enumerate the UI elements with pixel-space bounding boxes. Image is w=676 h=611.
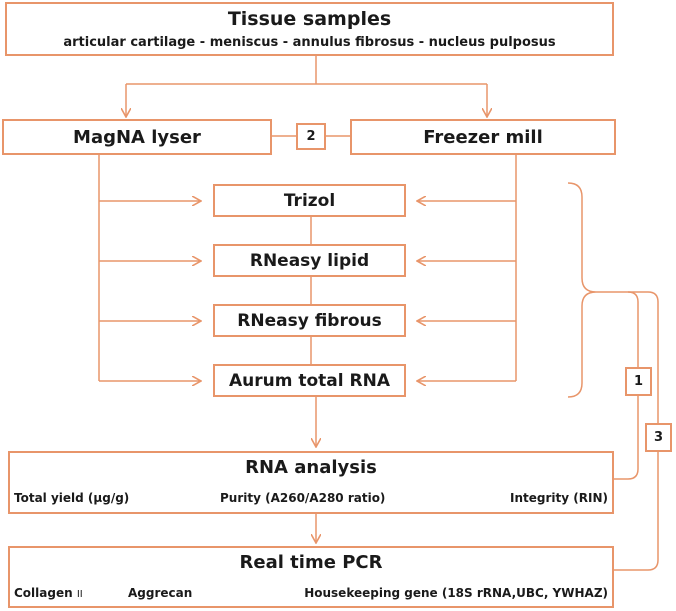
pcr-housekeeping: Housekeeping gene (18S rRNA,UBC, YWHAZ) xyxy=(304,586,608,600)
bracket-3-label: 3 xyxy=(653,430,664,445)
pcr-aggrecan: Aggrecan xyxy=(128,586,193,600)
method-rneasy-lipid-label: RNeasy lipid xyxy=(249,250,370,271)
method-aurum-box: Aurum total RNA xyxy=(213,364,406,397)
method-trizol-label: Trizol xyxy=(283,190,336,211)
method-trizol-box: Trizol xyxy=(213,184,406,217)
methods-brace xyxy=(567,182,597,398)
bracket-3-box: 3 xyxy=(645,423,672,452)
bracket-1-box: 1 xyxy=(625,367,652,396)
freezer-mill-label: Freezer mill xyxy=(423,126,543,148)
method-aurum-label: Aurum total RNA xyxy=(228,370,390,391)
rna-analysis-title: RNA analysis xyxy=(245,457,377,478)
link-2-label: 2 xyxy=(306,129,316,144)
tissue-samples-box: Tissue samples articular cartilage - men… xyxy=(5,2,614,56)
pcr-title: Real time PCR xyxy=(239,552,383,573)
magna-lyser-label: MagNA lyser xyxy=(73,126,201,148)
tissue-samples-title: Tissue samples xyxy=(227,8,392,30)
rna-analysis-box: RNA analysis Total yield (µg/g) Purity (… xyxy=(8,451,614,514)
link-2-box: 2 xyxy=(296,123,326,150)
method-rneasy-lipid-box: RNeasy lipid xyxy=(213,244,406,277)
freezer-mill-box: Freezer mill xyxy=(350,119,616,155)
real-time-pcr-box: Real time PCR Collagen II Aggrecan House… xyxy=(8,546,614,608)
method-rneasy-fibrous-box: RNeasy fibrous xyxy=(213,304,406,337)
pcr-collagen: Collagen II xyxy=(14,586,83,600)
magna-lyser-box: MagNA lyser xyxy=(2,119,272,155)
analysis-integrity: Integrity (RIN) xyxy=(510,491,608,505)
analysis-purity: Purity (A260/A280 ratio) xyxy=(220,491,386,505)
pcr-collagen-label: Collagen xyxy=(14,586,73,600)
method-rneasy-fibrous-label: RNeasy fibrous xyxy=(237,310,382,331)
analysis-yield: Total yield (µg/g) xyxy=(14,491,130,505)
tissue-samples-subtitle: articular cartilage - meniscus - annulus… xyxy=(63,35,556,50)
pcr-collagen-type: II xyxy=(76,589,83,600)
bracket-1-label: 1 xyxy=(633,374,644,389)
